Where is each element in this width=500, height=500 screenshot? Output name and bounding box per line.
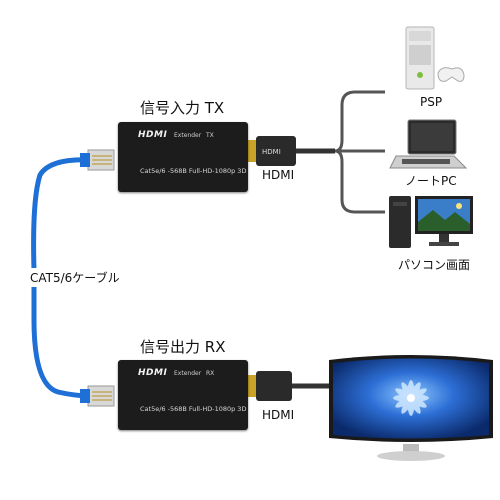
source-laptop: ノートPC	[405, 174, 457, 188]
tv-icon	[329, 355, 493, 461]
branch-lines	[334, 90, 385, 214]
source-psp: PSP	[420, 95, 443, 109]
rx-hdmi-logo: HDMI	[138, 368, 168, 378]
tx-spec: Cat5e/6 -568B Full-HD-1080p 3D	[140, 167, 247, 175]
hdmi-label-rx: HDMI	[262, 408, 295, 422]
tx-title: 信号入力 TX	[140, 99, 225, 117]
tx-hdmi-logo: HDMI	[138, 130, 168, 140]
rx-box: HDMI Extender RX Cat5e/6 -568B Full-HD-1…	[118, 360, 248, 430]
rx-title: 信号出力 RX	[140, 338, 226, 356]
tx-box: HDMI Extender TX Cat5e/6 -568B Full-HD-1…	[118, 122, 248, 192]
rj45-plug-bottom	[80, 385, 115, 407]
hdmi-label-tx: HDMI	[262, 168, 295, 182]
game-console-icon	[405, 26, 465, 90]
tx-tag: Extender	[174, 132, 202, 139]
hdmi-cable-tx: HDMI	[245, 136, 335, 166]
hdmi-cable-rx	[245, 371, 332, 401]
cable-label: CAT5/6ケーブル	[30, 268, 120, 287]
source-pc: パソコン画面	[398, 258, 471, 272]
laptop-icon	[389, 119, 468, 169]
rj45-plug-top	[80, 149, 115, 171]
rx-tag-suffix: RX	[206, 370, 215, 377]
network-cable	[31, 157, 95, 399]
rx-spec: Cat5e/6 -568B Full-HD-1080p 3D	[140, 405, 247, 413]
desktop-pc-icon	[389, 196, 473, 248]
rx-tag: Extender	[174, 370, 202, 377]
hdmi-plug-text: HDMI	[262, 148, 281, 156]
tx-tag-suffix: TX	[206, 132, 214, 139]
